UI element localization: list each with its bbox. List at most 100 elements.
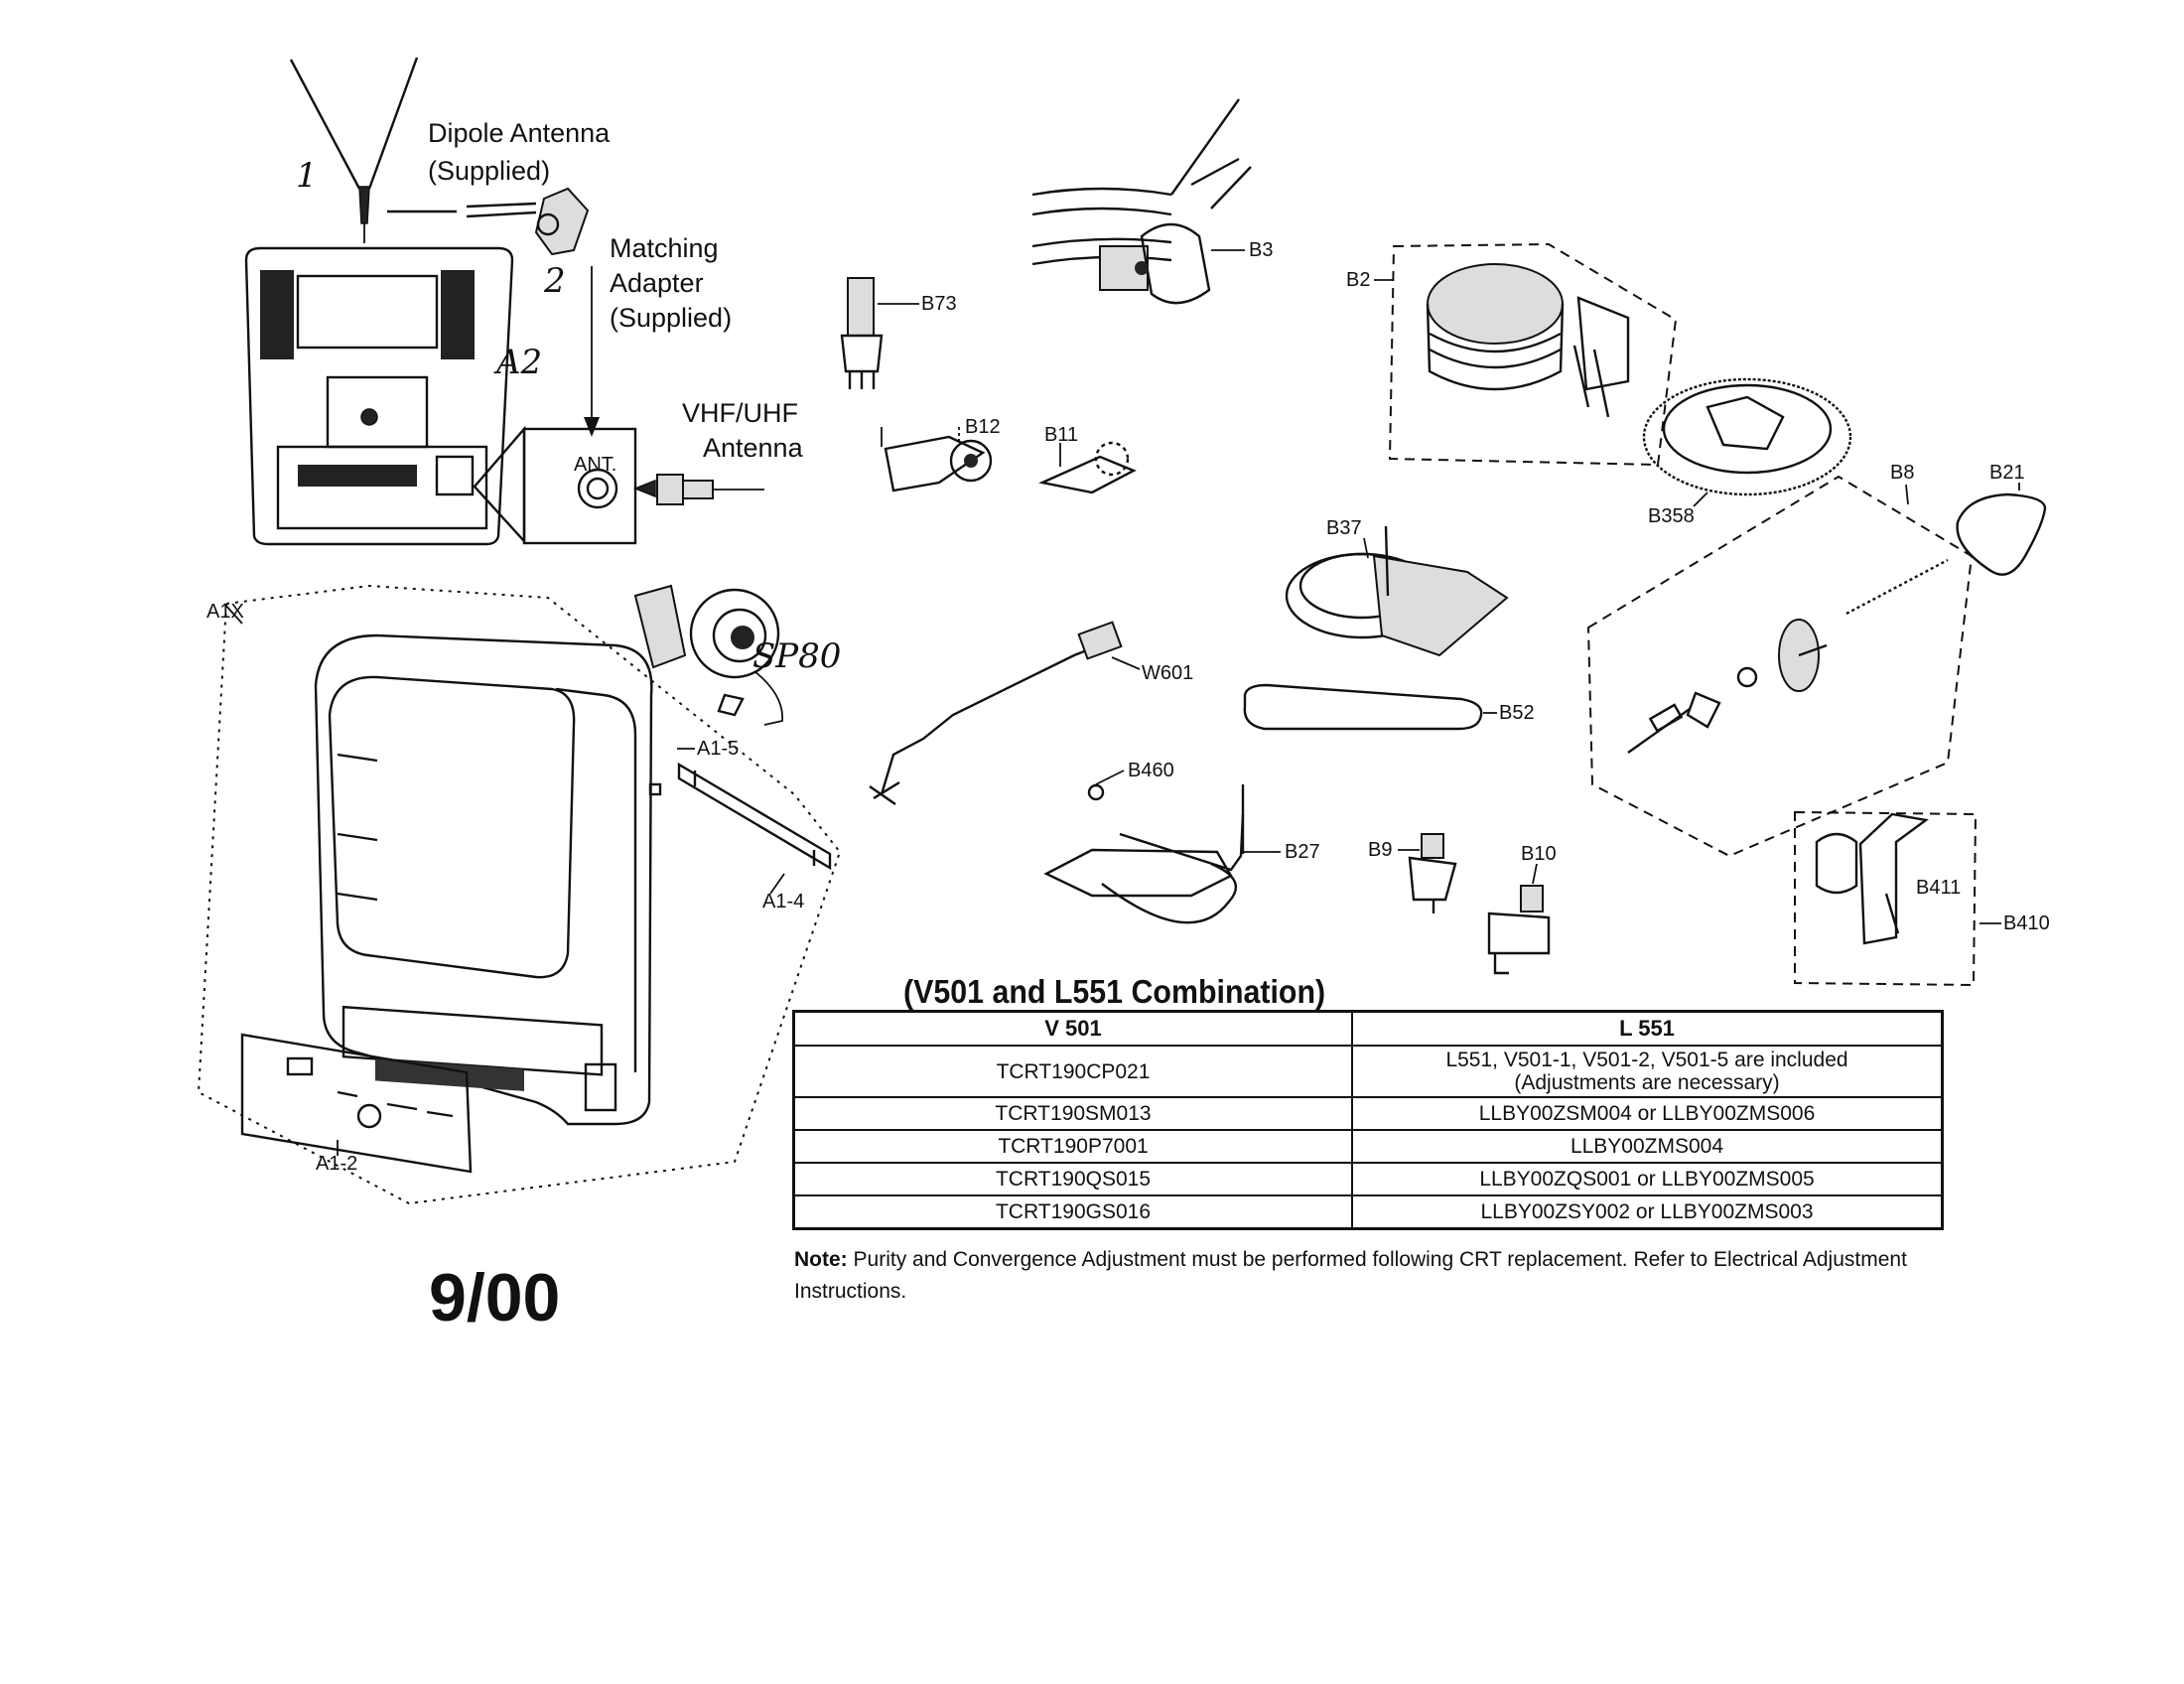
table-header-row: V 501 L 551 [792, 1010, 1944, 1047]
table-cell-l551: LLBY00ZQS001 or LLBY00ZMS005 [1351, 1162, 1944, 1197]
b73-label: B73 [921, 293, 957, 315]
tv-rear-housing [244, 246, 514, 546]
table-cell-l551: L551, V501-1, V501-2, V501-5 are include… [1351, 1044, 1944, 1099]
power-plug [1077, 621, 1123, 660]
part-b12-gear [949, 439, 993, 483]
part-b12-arm [884, 435, 986, 492]
b8-label: B8 [1890, 462, 1914, 484]
table-cell-l551: LLBY00ZSM004 or LLBY00ZMS006 [1351, 1096, 1944, 1132]
adapter-supplied-label: (Supplied) [610, 303, 732, 333]
b2-dashed-boundary [1388, 242, 1678, 467]
a1-5-clip [648, 782, 662, 796]
b358-label: B358 [1648, 505, 1695, 527]
table-cell-l551-line2: (Adjustments are necessary) [1514, 1071, 1780, 1095]
a1-4-bracket [677, 762, 832, 871]
callout-number-1: 1 [296, 156, 318, 196]
b21-label: B21 [1989, 462, 2025, 484]
b10-label: B10 [1521, 843, 1557, 865]
vhf-uhf-connector [656, 474, 684, 505]
tv-rear-panel-top [296, 274, 439, 350]
dipole-antenna-supplied-label: (Supplied) [428, 156, 550, 186]
b37-label: B37 [1326, 517, 1362, 539]
a1-4-label: A1-4 [762, 891, 804, 912]
part-b411 [1815, 832, 1858, 895]
b12-label: B12 [965, 416, 1001, 438]
a1-5-label: A1-5 [697, 738, 739, 760]
mechanism-parts: B3 B73 B12 B11 B2 B358 [840, 98, 2050, 987]
table-row: TCRT190SM013 LLBY00ZSM004 or LLBY00ZMS00… [792, 1096, 1944, 1132]
ring-gear-b358 [1642, 377, 1852, 496]
b27-label: B27 [1285, 841, 1320, 863]
table-row: TCRT190GS016 LLBY00ZSY002 or LLBY00ZMS00… [792, 1194, 1944, 1230]
ribbon-band-upper [1031, 187, 1172, 216]
crt-adjustment-note: Note: Purity and Convergence Adjustment … [794, 1244, 1946, 1307]
motor-b3 [1140, 222, 1211, 305]
matching-label: Matching [610, 233, 719, 263]
b3-label: B3 [1249, 239, 1273, 261]
b52-label: B52 [1499, 702, 1535, 724]
b411-label: B411 [1916, 877, 1961, 899]
a1x-dotted-boundary [197, 584, 842, 1205]
combination-table: V 501 L 551 TCRT190CP021 L551, V501-1, V… [792, 1010, 1944, 1231]
combination-table-title: (V501 and L551 Combination) [903, 973, 1326, 1010]
table-cell-l551: LLBY00ZMS004 [1351, 1129, 1944, 1165]
note-text: Purity and Convergence Adjustment must b… [794, 1248, 1907, 1303]
a2-label: A2 [493, 343, 542, 382]
sp80-label: SP80 [752, 636, 841, 676]
belt-b52 [1243, 683, 1483, 731]
a1-2-label: A1-2 [316, 1153, 357, 1175]
table-row: TCRT190QS015 LLBY00ZQS001 or LLBY00ZMS00… [792, 1162, 1944, 1197]
part-b460 [1087, 783, 1105, 801]
callout-number-2: 2 [543, 261, 566, 301]
dipole-antenna-rods [289, 57, 419, 190]
front-bezel [240, 1033, 473, 1174]
ant-terminal-callout [522, 427, 637, 545]
antenna-connection-illustration: Dipole Antenna (Supplied) Matching Adapt… [244, 57, 804, 546]
speaker-sp80 [689, 588, 780, 679]
table-cell-l551-line1: L551, V501-1, V501-2, V501-5 are include… [1445, 1049, 1848, 1071]
part-b10 [1520, 885, 1544, 912]
b410-label: B410 [2003, 912, 2050, 934]
belt-b21 [1956, 492, 2047, 576]
dipole-antenna-base [358, 186, 370, 224]
a1x-label: A1X [206, 601, 244, 623]
b11-label: B11 [1044, 424, 1078, 446]
ant-terminal-jack [577, 468, 618, 509]
ant-label: ANT. [574, 454, 616, 476]
table-header-v501: V 501 [792, 1010, 1353, 1047]
b9-label: B9 [1368, 839, 1392, 861]
part-b11 [1038, 455, 1137, 494]
power-cord-w601 [880, 641, 1105, 795]
crt-opening [328, 675, 576, 979]
table-cell-v501: TCRT190GS016 [792, 1194, 1353, 1230]
cabinet-assembly: A1X SP80 A1-5 A1-4 A1-2 [197, 584, 842, 1205]
adapter-arrow [584, 417, 600, 437]
dipole-antenna-label: Dipole Antenna [428, 118, 611, 148]
antenna-lead-wire [387, 202, 537, 218]
matching-adapter [534, 187, 590, 256]
table-cell-v501: TCRT190P7001 [792, 1129, 1353, 1165]
tv-rear-terminal-panel [276, 445, 488, 530]
table-cell-l551: LLBY00ZSY002 or LLBY00ZMS003 [1351, 1194, 1944, 1230]
speaker-bracket [633, 584, 687, 669]
b410-dashed-boundary [1794, 810, 1978, 987]
table-cell-v501: TCRT190SM013 [792, 1096, 1353, 1132]
b8-dashed-boundary [1586, 475, 1974, 858]
note-prefix: Note: [794, 1248, 848, 1271]
head-drum-b2 [1427, 263, 1564, 345]
vhf-uhf-antenna-label: Antenna [703, 433, 804, 463]
table-cell-v501: TCRT190CP021 [792, 1044, 1353, 1099]
table-cell-v501: TCRT190QS015 [792, 1162, 1353, 1197]
b460-label: B460 [1128, 760, 1174, 781]
brake-assembly-b27 [1043, 848, 1233, 898]
table-row: TCRT190P7001 LLBY00ZMS004 [792, 1129, 1944, 1165]
vhf-uhf-label: VHF/UHF [682, 398, 798, 428]
date-stamp: 9/00 [429, 1260, 561, 1335]
part-b9 [1421, 833, 1444, 859]
front-cabinet [314, 633, 653, 1126]
adapter-label: Adapter [610, 268, 704, 298]
table-header-l551: L 551 [1351, 1010, 1944, 1047]
part-b73 [847, 277, 875, 337]
